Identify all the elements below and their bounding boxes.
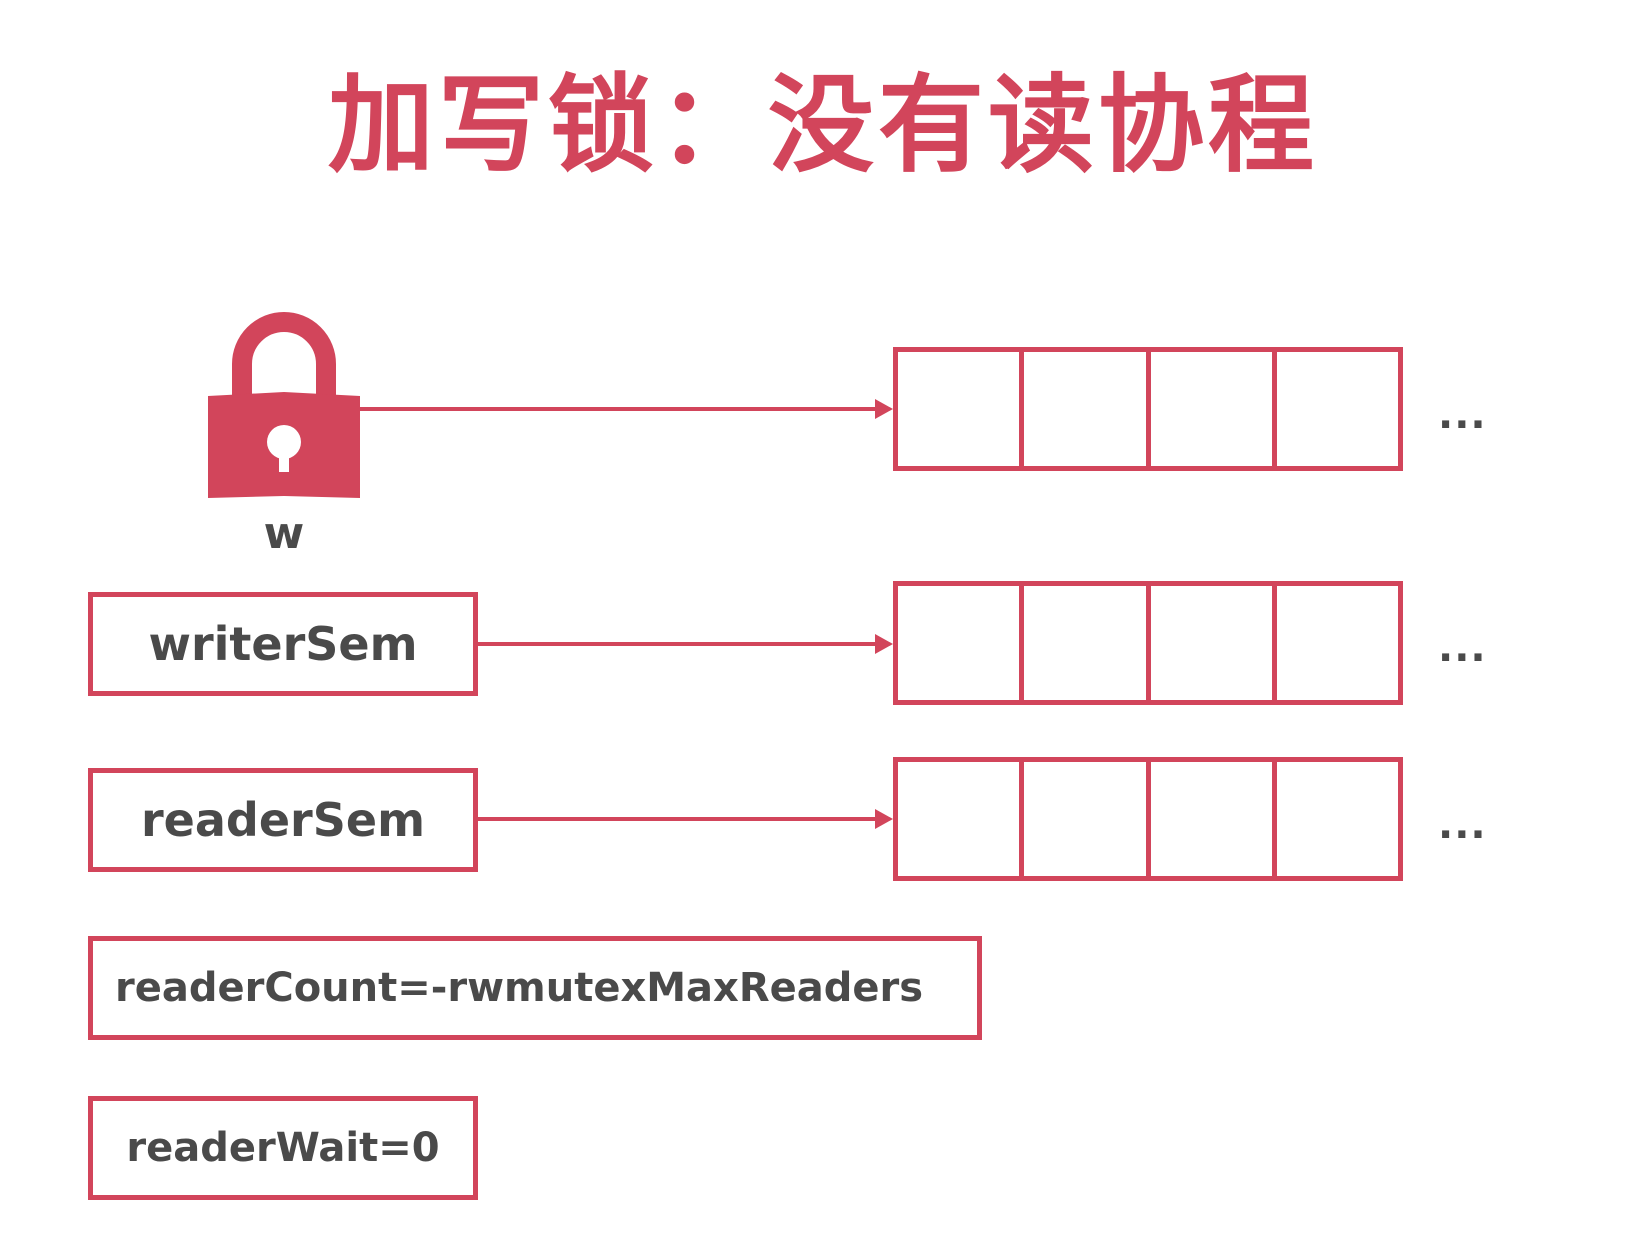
reader-sem-queue: [893, 757, 1403, 881]
queue-slot: [1277, 762, 1398, 876]
reader-queue-ellipsis: ...: [1438, 802, 1487, 848]
writer-sem-box: writerSem: [88, 592, 478, 696]
queue-slot: [1024, 586, 1151, 700]
lock-wait-queue: [893, 347, 1403, 471]
lock-label: w: [263, 508, 305, 559]
lock-arrow-head: [875, 399, 893, 419]
lock-icon: [208, 312, 360, 498]
reader-sem-box: readerSem: [88, 768, 478, 872]
page-title: 加写锁：没有读协程: [328, 64, 1318, 187]
queue-slot: [1277, 352, 1398, 466]
reader-count-box: readerCount=-rwmutexMaxReaders: [88, 936, 982, 1040]
lock-queue-ellipsis: ...: [1438, 392, 1487, 438]
reader-wait-box: readerWait=0: [88, 1096, 478, 1200]
writer-sem-arrow-head: [875, 634, 893, 654]
queue-slot: [898, 352, 1025, 466]
queue-slot: [1151, 352, 1277, 466]
queue-slot: [1024, 352, 1151, 466]
queue-slot: [898, 762, 1025, 876]
writer-queue-ellipsis: ...: [1438, 625, 1487, 671]
queue-slot: [1024, 762, 1151, 876]
queue-slot: [1151, 586, 1277, 700]
writer-sem-queue: [893, 581, 1403, 705]
queue-slot: [898, 586, 1025, 700]
queue-slot: [1151, 762, 1277, 876]
queue-slot: [1277, 586, 1398, 700]
reader-sem-arrow-head: [875, 809, 893, 829]
